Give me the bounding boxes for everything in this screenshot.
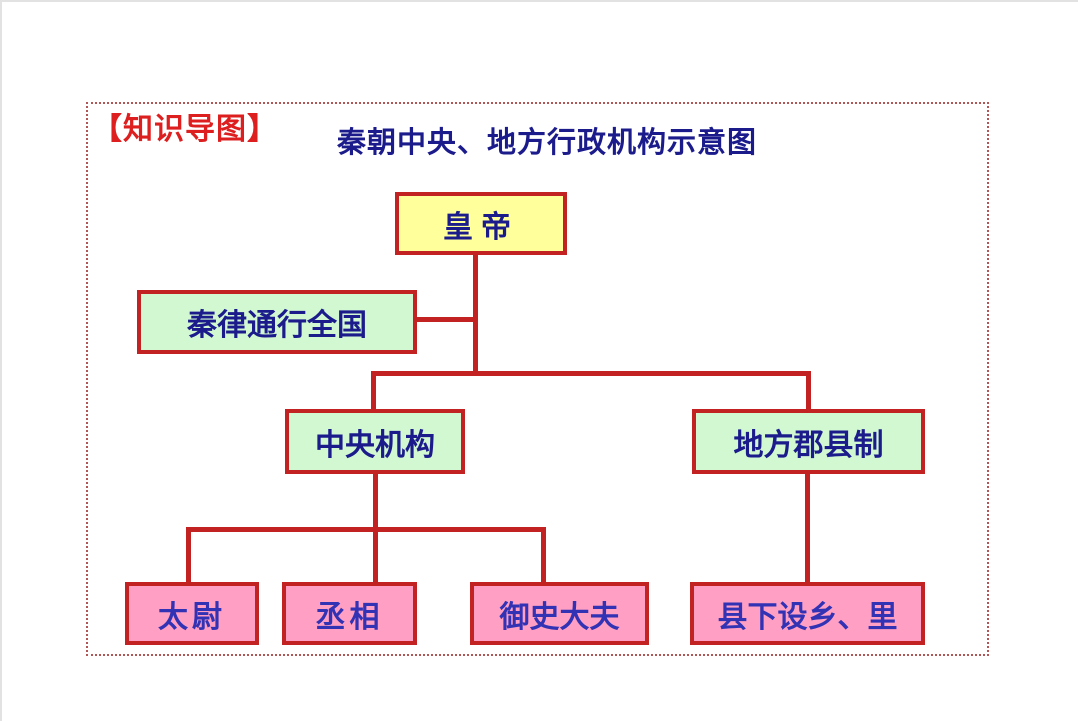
node-yushidafu: 御史大夫 xyxy=(470,582,649,645)
connector-yushidafu-drop xyxy=(541,530,546,582)
connector-main-horizontal xyxy=(371,371,811,376)
node-local-commandery-county: 地方郡县制 xyxy=(692,409,925,474)
node-chengxiang: 丞相 xyxy=(282,582,417,645)
node-township-village: 县下设乡、里 xyxy=(690,582,925,645)
node-taiwei: 太尉 xyxy=(125,582,259,645)
connector-local-down xyxy=(805,474,810,582)
section-label: 【知识导图】 xyxy=(92,112,278,147)
dotted-border-frame xyxy=(86,102,989,656)
connector-law-branch xyxy=(417,317,475,322)
diagram-title: 秦朝中央、地方行政机构示意图 xyxy=(337,125,758,159)
connector-central-drop xyxy=(371,374,376,410)
node-law: 秦律通行全国 xyxy=(137,290,417,354)
connector-emperor-down xyxy=(473,254,478,374)
node-emperor: 皇帝 xyxy=(395,192,567,255)
connector-taiwei-drop xyxy=(186,530,191,582)
connector-row-horizontal xyxy=(186,527,546,532)
connector-local-drop xyxy=(806,374,811,410)
node-central-organs: 中央机构 xyxy=(285,409,465,474)
